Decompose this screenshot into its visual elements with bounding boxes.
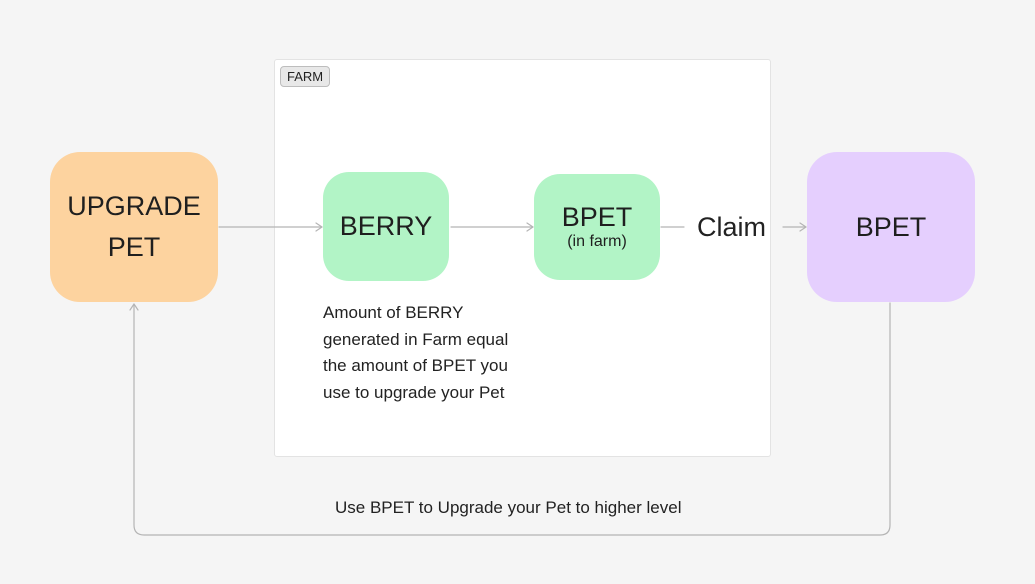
berry-note-line: generated in Farm equal [323, 329, 509, 349]
node-upgrade-pet: UPGRADE PET [50, 152, 218, 302]
arrow-berry-to-bpet-farm [450, 222, 534, 232]
node-bpet-in-farm-sublabel: (in farm) [567, 233, 627, 250]
node-bpet-in-farm: BPET (in farm) [534, 174, 660, 280]
arrow-claim-to-bpet [782, 222, 807, 232]
arrow-bpet-loop-to-upgrade [129, 302, 891, 536]
node-bpet: BPET [807, 152, 975, 302]
berry-note: Amount of BERRY generated in Farm equal … [323, 300, 533, 406]
node-berry: BERRY [323, 172, 449, 281]
claim-label: Claim [697, 212, 767, 242]
berry-note-line: the amount of BPET you [323, 356, 508, 375]
node-upgrade-pet-line2: PET [107, 232, 161, 262]
farm-tag: FARM [280, 66, 331, 87]
node-bpet-label: BPET [855, 211, 927, 242]
node-upgrade-pet-line1: UPGRADE [67, 191, 201, 221]
node-bpet-in-farm-label: BPET [561, 202, 633, 232]
arrow-upgrade-to-berry [218, 222, 323, 232]
berry-note-line: Amount of BERRY [323, 303, 464, 322]
loop-label: Use BPET to Upgrade your Pet to higher l… [335, 498, 682, 517]
node-berry-label: BERRY [339, 211, 433, 241]
berry-note-line: use to upgrade your Pet [323, 382, 505, 402]
